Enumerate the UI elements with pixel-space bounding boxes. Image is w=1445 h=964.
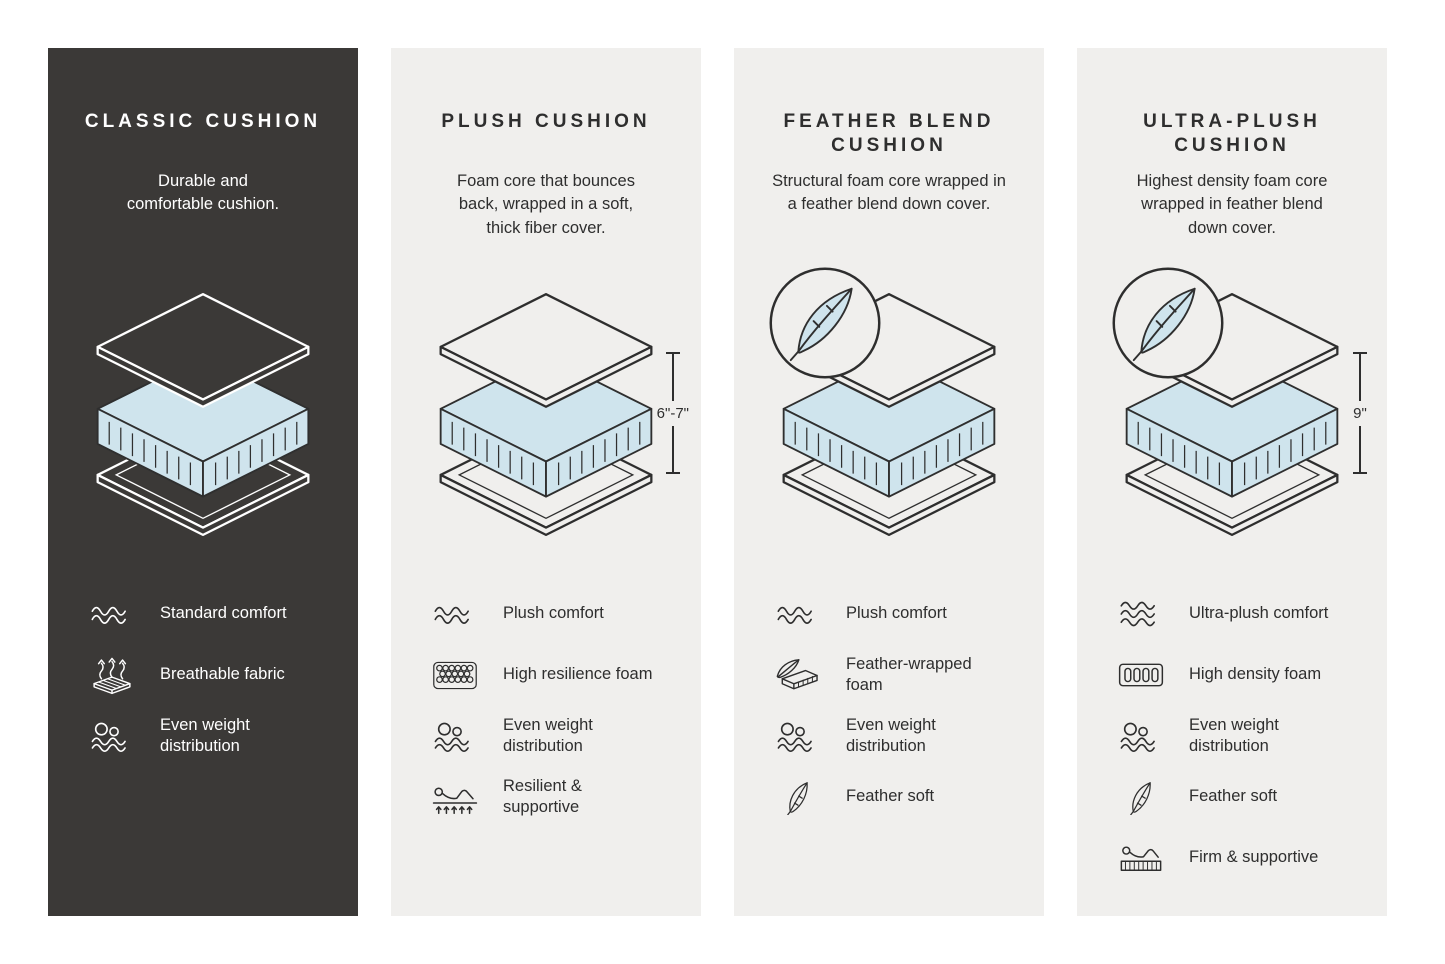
feature-item: Feather-wrapped foam (772, 653, 1020, 697)
panel-description: Durable and comfortable cushion. (126, 172, 280, 214)
panel-title: ULTRA-PLUSH CUSHION (1143, 111, 1321, 156)
feature-item: Breathable fabric (86, 653, 334, 697)
feature-item: Feather soft (1115, 775, 1363, 819)
panel-description: Structural foam core wrapped in a feathe… (772, 172, 1006, 214)
feather-icon (1115, 780, 1167, 815)
cushion-illustration (72, 264, 334, 564)
cushion-illustration (758, 264, 1020, 564)
waves-icon (772, 603, 824, 626)
feather-badge-icon (1109, 264, 1227, 382)
feature-list: Plush comfort High resilience foam Even … (415, 592, 677, 836)
marker-line (671, 354, 674, 401)
marker-bottom-cap (665, 472, 680, 474)
feature-label: Plush comfort (846, 604, 947, 623)
feature-label: Even weight distribution (1189, 715, 1279, 755)
feature-list: Ultra-plush comfort High density foam Ev… (1101, 592, 1363, 897)
panel-plush-cushion: PLUSH CUSHION Foam core that bounces bac… (391, 48, 701, 916)
feature-label: Feather-wrapped foam (846, 654, 972, 694)
waves-icon (86, 603, 138, 626)
feature-label: Feather soft (846, 787, 935, 806)
feature-label: Even weight distribution (160, 715, 250, 755)
marker-line (1359, 354, 1361, 401)
feature-item: Resilient & supportive (429, 775, 677, 819)
density-foam-icon (1115, 661, 1167, 689)
panel-row: CLASSIC CUSHION Durable and comfortable … (48, 48, 1387, 916)
cushion-illustration: 9" (1101, 264, 1367, 564)
feature-item: Even weight distribution (86, 714, 334, 758)
height-marker: 9" (1353, 352, 1367, 474)
panel-feather-blend-cushion: FEATHER BLEND CUSHION Structural foam co… (734, 48, 1044, 916)
feature-item: Even weight distribution (1115, 714, 1363, 758)
feature-item: Feather soft (772, 775, 1020, 819)
feature-item: High density foam (1115, 653, 1363, 697)
feature-label: Ultra-plush comfort (1189, 604, 1329, 623)
marker-bottom-cap (1353, 472, 1367, 474)
marker-top-cap (1353, 352, 1367, 354)
feature-list: Plush comfort Feather-wrapped foam Even … (758, 592, 1020, 836)
feather-foam-icon (772, 658, 824, 693)
feature-label: Resilient & supportive (503, 776, 582, 816)
panel-classic-cushion: CLASSIC CUSHION Durable and comfortable … (48, 48, 358, 916)
panel-description: Foam core that bounces back, wrapped in … (457, 172, 635, 237)
feature-label: High density foam (1189, 665, 1322, 684)
marker-top-cap (665, 352, 680, 354)
height-marker: 6"-7" (657, 352, 689, 474)
feature-label: Firm & supportive (1189, 848, 1319, 867)
waves-3-icon (1115, 599, 1167, 629)
resilient-supportive-icon (429, 778, 481, 816)
panel-description: Highest density foam core wrapped in fea… (1136, 172, 1328, 237)
feature-item: Standard comfort (86, 592, 334, 636)
feature-list: Standard comfort Breathable fabric Even … (72, 592, 334, 775)
feature-label: Breathable fabric (160, 665, 285, 684)
panel-title: CLASSIC CUSHION (84, 111, 322, 132)
cushion-stack-illustration (420, 288, 672, 540)
cushion-stack-illustration (77, 288, 329, 540)
waves-icon (429, 603, 481, 626)
feature-label: Feather soft (1189, 787, 1278, 806)
feature-label: Standard comfort (160, 604, 287, 623)
feature-item: Firm & supportive (1115, 836, 1363, 880)
weight-distribution-icon (86, 721, 138, 752)
breathable-fabric-icon (86, 656, 138, 695)
feature-item: Ultra-plush comfort (1115, 592, 1363, 636)
marker-line (1359, 425, 1361, 472)
feature-label: High resilience foam (503, 665, 653, 684)
feature-label: Even weight distribution (846, 715, 936, 755)
feature-item: Even weight distribution (772, 714, 1020, 758)
weight-distribution-icon (429, 721, 481, 752)
cushion-illustration: 6"-7" (415, 264, 689, 564)
panel-title: FEATHER BLEND CUSHION (783, 111, 995, 156)
feature-label: Plush comfort (503, 604, 604, 623)
weight-distribution-icon (1115, 721, 1167, 752)
firm-supportive-icon (1115, 840, 1167, 876)
feather-badge-icon (766, 264, 884, 382)
panel-title: PLUSH CUSHION (441, 111, 651, 132)
resilience-foam-icon (429, 660, 481, 691)
height-label: 9" (1353, 404, 1367, 422)
marker-line (671, 425, 674, 472)
feature-item: High resilience foam (429, 653, 677, 697)
feature-item: Plush comfort (772, 592, 1020, 636)
feature-item: Plush comfort (429, 592, 677, 636)
feature-label: Even weight distribution (503, 715, 593, 755)
feather-icon (772, 780, 824, 815)
panel-ultra-plush-cushion: ULTRA-PLUSH CUSHION Highest density foam… (1077, 48, 1387, 916)
height-label: 6"-7" (656, 404, 689, 422)
feature-item: Even weight distribution (429, 714, 677, 758)
weight-distribution-icon (772, 721, 824, 752)
